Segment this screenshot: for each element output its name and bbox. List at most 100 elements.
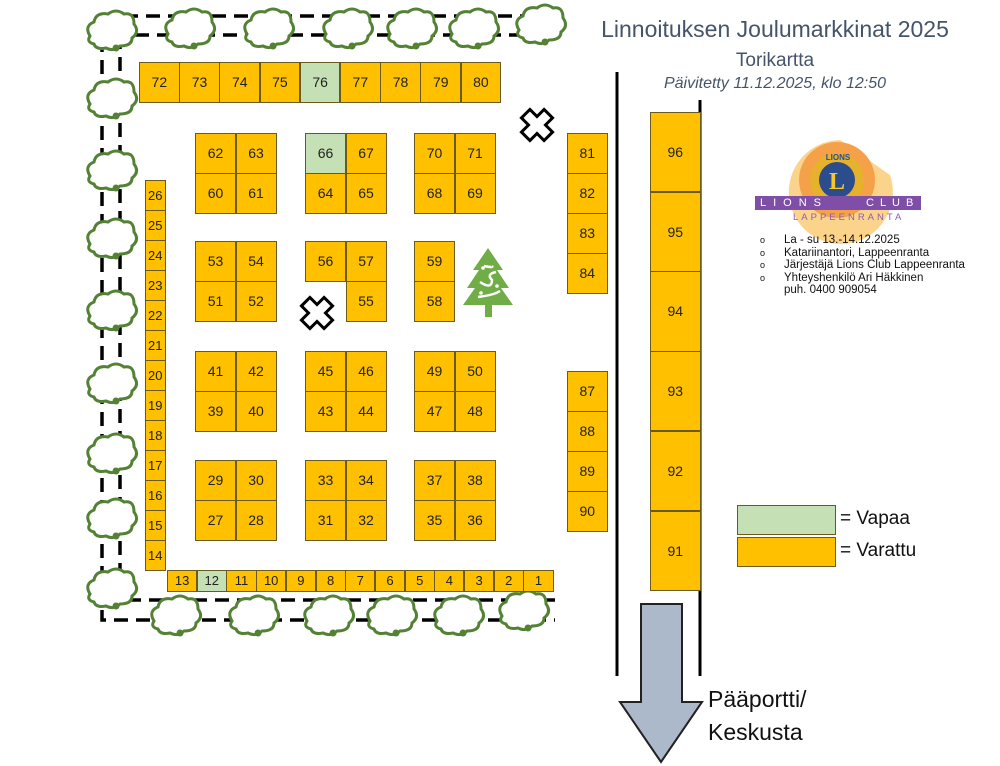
booth-30-taken: 30 <box>235 460 277 501</box>
booth-10-taken: 10 <box>256 570 287 592</box>
exit-arrow-icon <box>618 603 704 764</box>
tree-icon <box>448 7 501 50</box>
booth-50-taken: 50 <box>454 351 496 392</box>
booth-31-taken: 31 <box>305 500 346 541</box>
booth-14-taken: 14 <box>145 540 166 571</box>
booth-73-taken: 73 <box>179 62 220 103</box>
booth-29-taken: 29 <box>195 460 236 501</box>
tree-icon <box>86 567 139 610</box>
booth-32-taken: 32 <box>345 500 387 541</box>
tree-icon <box>498 589 551 632</box>
tree-icon <box>86 217 139 260</box>
booth-39-taken: 39 <box>195 391 236 432</box>
booth-45-taken: 45 <box>305 351 346 392</box>
booth-72-taken: 72 <box>139 62 180 103</box>
booth-11-taken: 11 <box>226 570 257 592</box>
booth-26-taken: 26 <box>145 180 166 211</box>
tree-icon <box>86 432 139 475</box>
booth-22-taken: 22 <box>145 300 166 331</box>
booth-58-taken: 58 <box>414 281 455 322</box>
booth-56-taken: 56 <box>305 241 346 282</box>
legend-taken-label: = Varattu <box>840 540 917 561</box>
page-title: Linnoituksen Joulumarkkinat 2025 <box>601 16 949 42</box>
booth-21-taken: 21 <box>145 330 166 361</box>
booth-61-taken: 61 <box>235 173 277 214</box>
tree-icon <box>86 77 139 120</box>
booth-76-free: 76 <box>299 62 341 103</box>
booth-70-taken: 70 <box>414 133 455 174</box>
booth-80-taken: 80 <box>460 62 502 103</box>
booth-3-taken: 3 <box>464 570 495 592</box>
tree-icon <box>86 289 139 332</box>
booth-44-taken: 44 <box>345 391 387 432</box>
tree-icon <box>243 7 296 50</box>
exit-label-line1: Pääportti/ <box>708 686 807 712</box>
booth-27-taken: 27 <box>195 500 236 541</box>
booth-2-taken: 2 <box>493 570 524 592</box>
logo-text-right: CLUB <box>866 197 920 209</box>
tree-icon <box>366 594 419 637</box>
booth-24-taken: 24 <box>145 240 166 271</box>
tree-icon <box>433 594 486 637</box>
booth-43-taken: 43 <box>305 391 346 432</box>
booth-79-taken: 79 <box>420 62 462 103</box>
booth-4-taken: 4 <box>434 570 465 592</box>
booth-87-taken: 87 <box>567 371 608 412</box>
booth-13-taken: 13 <box>167 570 198 592</box>
tree-icon <box>86 9 139 52</box>
tree-icon <box>515 3 568 46</box>
booth-49-taken: 49 <box>414 351 455 392</box>
booth-48-taken: 48 <box>454 391 496 432</box>
booth-18-taken: 18 <box>145 420 166 451</box>
booth-25-taken: 25 <box>145 210 166 241</box>
booth-63-taken: 63 <box>235 133 277 174</box>
legend-taken-swatch <box>737 537 836 567</box>
tree-icon <box>303 594 356 637</box>
booth-83-taken: 83 <box>567 213 608 254</box>
booth-34-taken: 34 <box>345 460 387 501</box>
booth-78-taken: 78 <box>380 62 421 103</box>
logo-text-bottom: LAPPEENRANTA <box>793 212 905 223</box>
booth-28-taken: 28 <box>235 500 277 541</box>
booth-96-taken: 96 <box>650 112 701 193</box>
booth-40-taken: 40 <box>235 391 277 432</box>
booth-7-taken: 7 <box>345 570 376 592</box>
booth-33-taken: 33 <box>305 460 346 501</box>
booth-66-free: 66 <box>305 133 346 174</box>
booth-12-free: 12 <box>196 570 227 592</box>
trees <box>86 3 568 637</box>
booth-16-taken: 16 <box>145 480 166 511</box>
tree-icon <box>164 7 217 50</box>
booth-74-taken: 74 <box>219 62 261 103</box>
booth-81-taken: 81 <box>567 133 608 174</box>
booth-52-taken: 52 <box>235 281 277 322</box>
tree-icon <box>228 594 281 637</box>
booth-69-taken: 69 <box>454 173 496 214</box>
booth-23-taken: 23 <box>145 270 166 301</box>
pavilion-icon <box>519 107 555 143</box>
booth-91-taken: 91 <box>650 510 701 591</box>
booth-67-taken: 67 <box>345 133 387 174</box>
booth-19-taken: 19 <box>145 390 166 421</box>
booth-35-taken: 35 <box>414 500 455 541</box>
booth-68-taken: 68 <box>414 173 455 214</box>
booth-84-taken: 84 <box>567 253 608 294</box>
booth-47-taken: 47 <box>414 391 455 432</box>
tree-icon <box>322 7 375 50</box>
booth-54-taken: 54 <box>235 241 277 282</box>
updated-timestamp: Päivitetty 11.12.2025, klo 12:50 <box>663 75 887 92</box>
booth-42-taken: 42 <box>235 351 277 392</box>
booth-71-taken: 71 <box>454 133 496 174</box>
booth-38-taken: 38 <box>454 460 496 501</box>
tree-icon <box>86 149 139 192</box>
booth-8-taken: 8 <box>315 570 346 592</box>
booth-57-taken: 57 <box>345 241 387 282</box>
tree-icon <box>86 362 139 405</box>
booth-6-taken: 6 <box>374 570 406 592</box>
booth-64-taken: 64 <box>305 173 346 214</box>
